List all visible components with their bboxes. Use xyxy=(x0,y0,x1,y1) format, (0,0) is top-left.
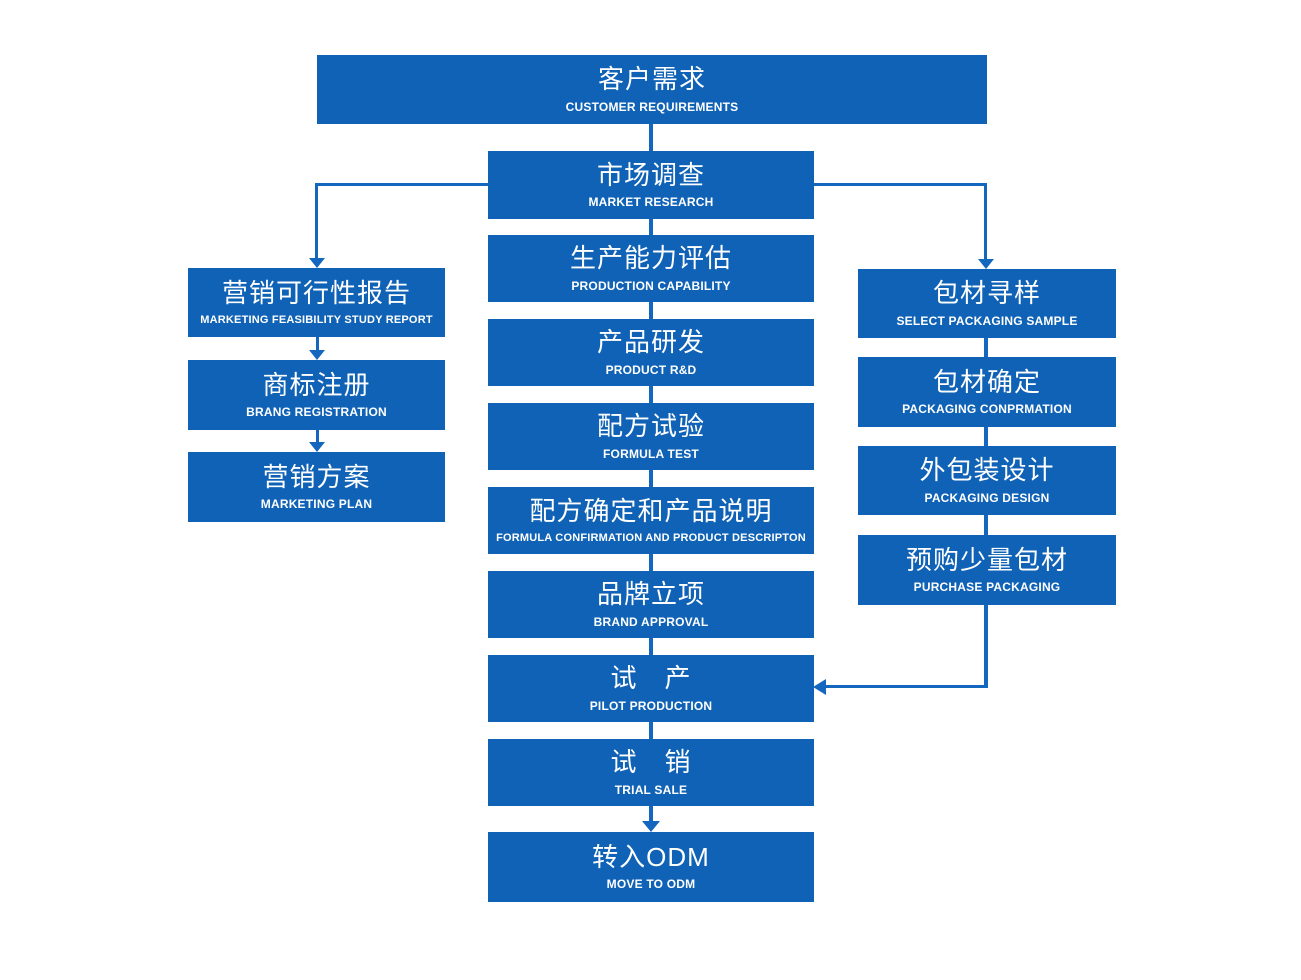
connector-brand-to-pilot xyxy=(649,638,653,655)
node-title: 试 销 xyxy=(610,747,692,778)
arrowhead-down-registration-icon xyxy=(309,350,325,360)
connector-market-branch-left-h xyxy=(316,183,488,186)
node-purchase-packaging: 预购少量包材 PURCHASE PACKAGING xyxy=(858,535,1116,605)
connector-formulatest-to-confirmation xyxy=(649,470,653,487)
arrowhead-down-right-branch-icon xyxy=(978,259,994,269)
connector-feasibility-to-registration xyxy=(316,336,319,351)
connector-customer-to-market xyxy=(649,124,653,151)
node-packaging-confirmation: 包材确定 PACKAGING CONPRMATION xyxy=(858,357,1116,427)
node-title: 营销方案 xyxy=(262,461,371,492)
node-title: 营销可行性报告 xyxy=(221,278,411,309)
node-title: 客户需求 xyxy=(597,64,706,95)
connector-confirmation-to-brand xyxy=(649,554,653,571)
node-subtitle: PILOT PRODUCTION xyxy=(589,698,713,713)
node-move-to-odm: 转入ODM MOVE TO ODM xyxy=(488,832,814,902)
node-select-packaging-sample: 包材寻样 SELECT PACKAGING SAMPLE xyxy=(858,269,1116,338)
node-formula-test: 配方试验 FORMULA TEST xyxy=(488,403,814,470)
connector-market-branch-left-v xyxy=(315,183,318,259)
node-pilot-production: 试 产 PILOT PRODUCTION xyxy=(488,655,814,722)
connector-confirmation-to-design xyxy=(984,427,988,446)
node-subtitle: SELECT PACKAGING SAMPLE xyxy=(896,313,1078,328)
connector-purchase-to-pilot-v xyxy=(984,605,988,687)
connector-pilot-to-trial xyxy=(649,722,653,739)
node-title: 配方确定和产品说明 xyxy=(529,496,773,527)
arrowhead-down-left-branch-icon xyxy=(309,258,325,268)
node-title: 产品研发 xyxy=(596,327,705,358)
node-subtitle: PURCHASE PACKAGING xyxy=(913,580,1061,595)
connector-market-branch-right-v xyxy=(984,183,987,260)
connector-market-to-capability xyxy=(649,219,653,235)
node-subtitle: BRAND APPROVAL xyxy=(593,614,709,629)
arrowhead-down-odm-icon xyxy=(642,821,660,832)
connector-purchase-to-pilot-h xyxy=(826,685,988,688)
node-brand-approval: 品牌立项 BRAND APPROVAL xyxy=(488,571,814,638)
node-title: 生产能力评估 xyxy=(569,243,732,274)
node-title: 商标注册 xyxy=(262,369,371,400)
node-marketing-plan: 营销方案 MARKETING PLAN xyxy=(188,452,445,522)
connector-capability-to-rd xyxy=(649,302,653,319)
node-marketing-feasibility-report: 营销可行性报告 MARKETING FEASIBILITY STUDY REPO… xyxy=(188,268,445,337)
node-title: 品牌立项 xyxy=(596,579,705,610)
node-subtitle: PRODUCT R&D xyxy=(605,362,697,377)
node-market-research: 市场调查 MARKET RESEARCH xyxy=(488,151,814,219)
node-subtitle: MARKETING FEASIBILITY STUDY REPORT xyxy=(200,313,433,326)
node-subtitle: PACKAGING CONPRMATION xyxy=(902,402,1072,417)
connector-design-to-purchase xyxy=(984,515,988,535)
node-brand-registration: 商标注册 BRANG REGISTRATION xyxy=(188,360,445,430)
node-subtitle: MOVE TO ODM xyxy=(606,877,696,892)
connector-market-branch-right-h xyxy=(814,183,986,186)
node-subtitle: FORMULA TEST xyxy=(603,446,699,461)
node-title: 预购少量包材 xyxy=(905,544,1068,575)
node-title: 外包装设计 xyxy=(919,455,1055,486)
connector-trial-to-odm xyxy=(649,806,653,822)
connector-rd-to-formulatest xyxy=(649,386,653,403)
node-trial-sale: 试 销 TRIAL SALE xyxy=(488,739,814,806)
node-subtitle: PRODUCTION CAPABILITY xyxy=(571,278,731,293)
node-title: 配方试验 xyxy=(596,411,705,442)
node-packaging-design: 外包装设计 PACKAGING DESIGN xyxy=(858,446,1116,515)
node-title: 市场调查 xyxy=(596,159,705,190)
arrowhead-left-pilot-icon xyxy=(813,679,826,695)
connector-registration-to-plan xyxy=(316,430,319,443)
node-subtitle: MARKET RESEARCH xyxy=(588,195,714,210)
node-customer-requirements: 客户需求 CUSTOMER REQUIREMENTS xyxy=(317,55,987,124)
node-product-rd: 产品研发 PRODUCT R&D xyxy=(488,319,814,386)
node-formula-confirmation: 配方确定和产品说明 FORMULA CONFIRMATION AND PRODU… xyxy=(488,487,814,554)
node-title: 包材确定 xyxy=(932,366,1041,397)
node-title: 转入ODM xyxy=(592,841,710,872)
node-subtitle: PACKAGING DESIGN xyxy=(924,490,1050,505)
connector-sample-to-confirmation xyxy=(984,338,988,357)
arrowhead-down-plan-icon xyxy=(309,442,325,452)
node-title: 包材寻样 xyxy=(932,278,1041,309)
node-title: 试 产 xyxy=(610,663,692,694)
node-subtitle: TRIAL SALE xyxy=(614,782,688,797)
node-subtitle: FORMULA CONFIRMATION AND PRODUCT DESCRIP… xyxy=(496,531,806,544)
node-subtitle: MARKETING PLAN xyxy=(260,497,373,512)
node-subtitle: CUSTOMER REQUIREMENTS xyxy=(565,99,739,114)
node-subtitle: BRANG REGISTRATION xyxy=(246,405,387,420)
node-production-capability: 生产能力评估 PRODUCTION CAPABILITY xyxy=(488,235,814,302)
